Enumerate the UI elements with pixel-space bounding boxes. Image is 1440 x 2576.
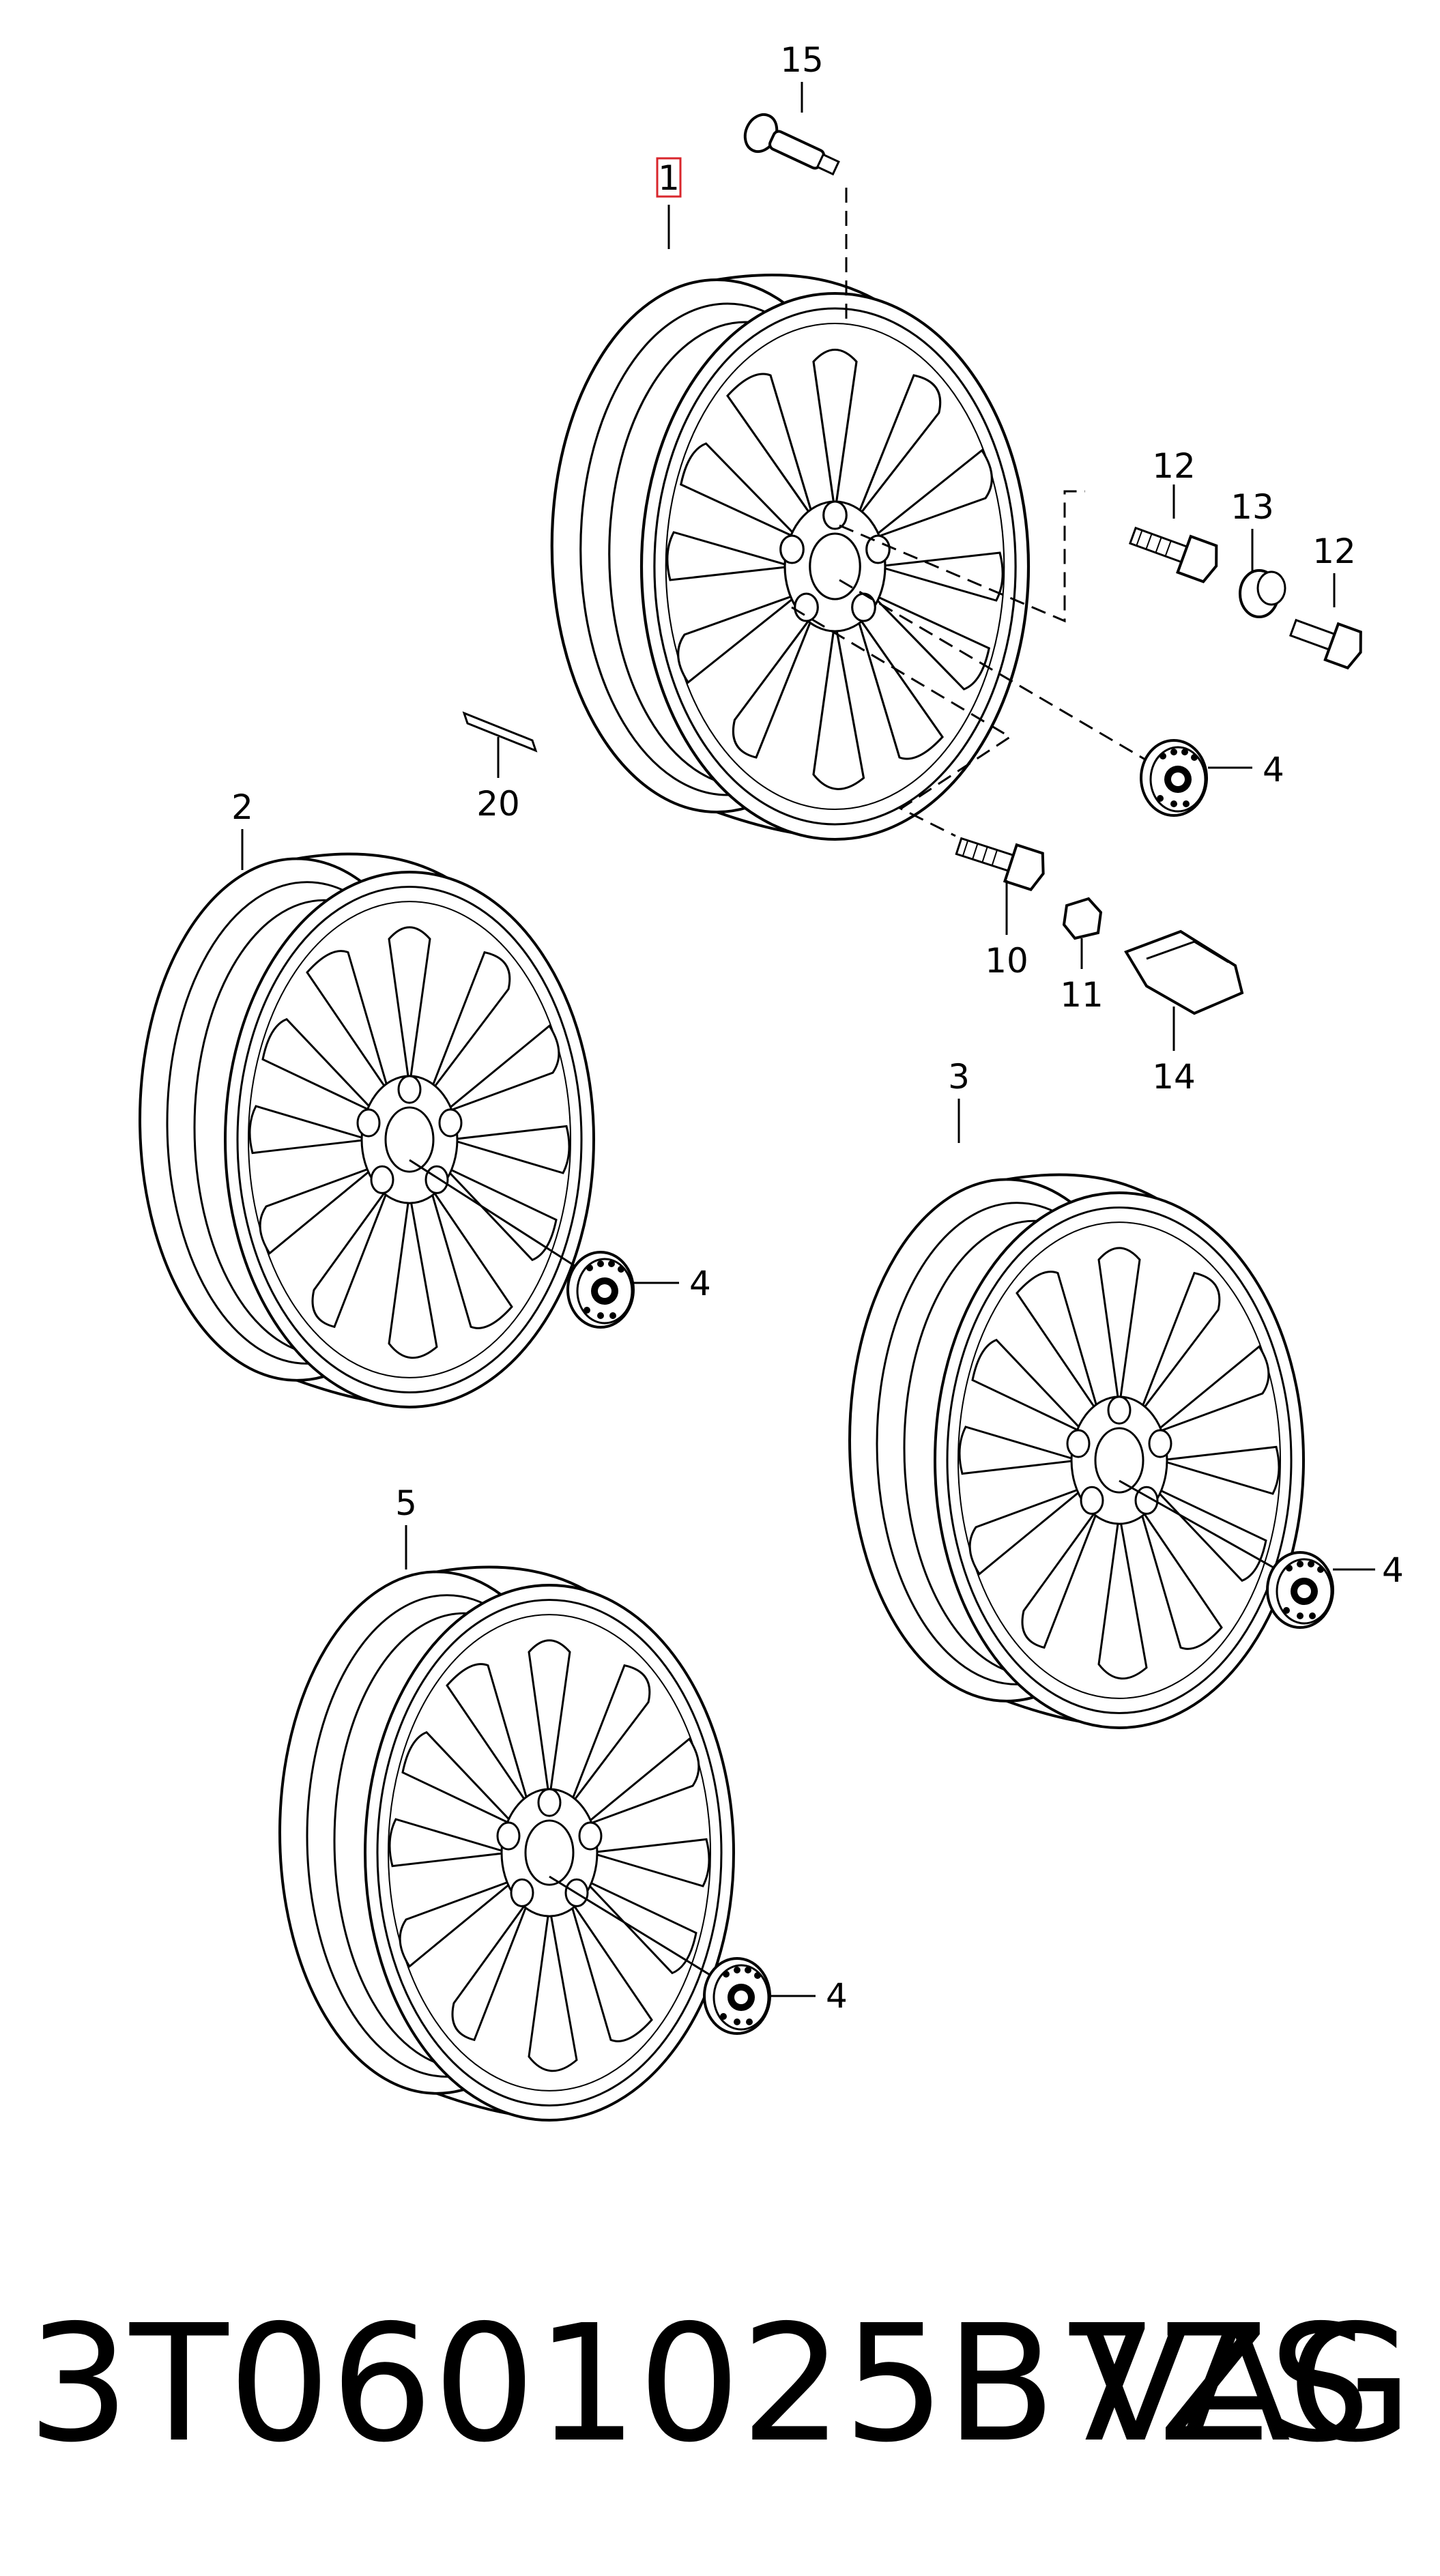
callout-1: 1 [658,158,680,198]
bolt-cap [1062,897,1103,940]
balance-weight [462,711,538,753]
callout-4-wheel5: 4 [826,1976,848,2016]
callout-13: 13 [1230,487,1274,527]
callout-10: 10 [985,941,1028,981]
wheel-2 [139,852,595,1408]
wheel-bolt-10 [955,837,1045,892]
wheel-5 [278,1565,735,2122]
center-cap-3 [1266,1551,1334,1629]
lock-adapter [1239,569,1286,618]
wheel-bolt-12b [1288,618,1362,670]
center-cap-5 [703,1957,771,2035]
callout-leaders [241,82,1336,1569]
callout-11: 11 [1060,975,1104,1015]
callout-12-right: 12 [1312,532,1356,571]
callout-20: 20 [476,784,520,824]
callout-1-highlight [656,157,682,198]
wheel2-cap-leader [409,1159,581,1271]
bolt-leader-lower [791,606,1012,837]
callout-4-wheel1: 4 [1263,750,1284,790]
callout-3: 3 [948,1057,970,1097]
cap-puller-tool [1124,929,1244,1015]
brand-name: VAG [1080,2290,1413,2478]
callout-2: 2 [231,787,253,827]
callout-15: 15 [780,40,824,80]
callout-4-wheel3: 4 [1382,1550,1404,1590]
callout-4-wheel2: 4 [689,1264,711,1303]
bolt-leader-mid [839,579,1154,766]
callout-14: 14 [1152,1057,1196,1097]
center-cap-1 [1140,739,1208,817]
callout-5: 5 [395,1484,417,1523]
part-number: 3T0601025B7ZS [27,2290,1371,2478]
valve-stem [743,113,840,176]
wheel5-cap-leader [549,1875,717,1980]
callout-12-upper: 12 [1152,446,1196,486]
bolt-leader-upper [839,490,1085,623]
wheel-3 [848,1173,1305,1729]
wheel3-cap-leader [1119,1479,1284,1574]
wheel-1 [552,275,1028,839]
center-cap-2 [566,1251,635,1329]
wheel-bolt-12a [1128,526,1218,583]
